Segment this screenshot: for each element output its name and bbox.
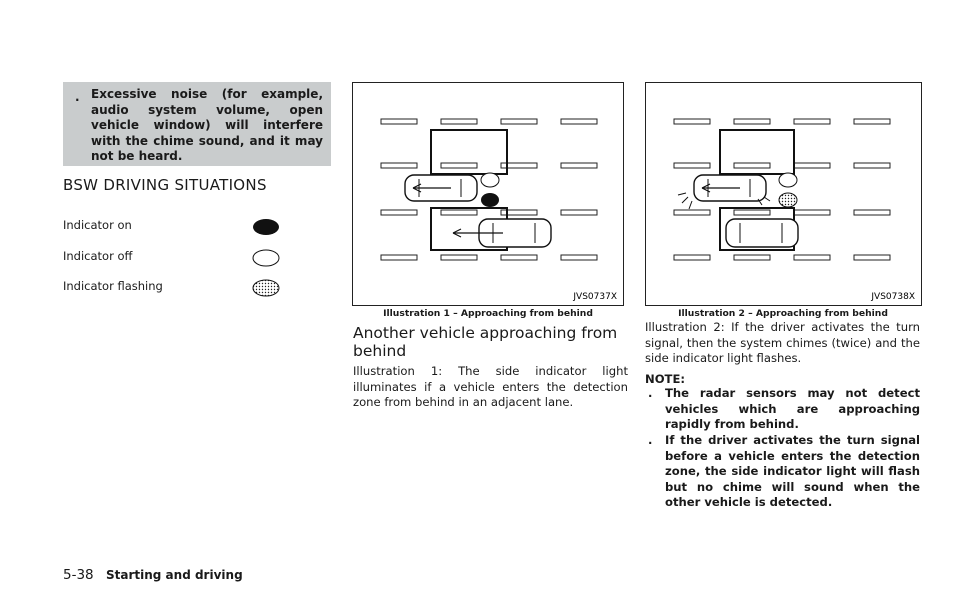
warning-text: Excessive noise (for example, audio syst… <box>91 87 323 163</box>
footer-title: Starting and driving <box>106 568 243 582</box>
paragraph: Illustration 1: The side indicator light… <box>353 364 628 409</box>
bullet: . <box>75 90 80 104</box>
illustration-1: JVS0737X <box>352 82 624 306</box>
bullet: . <box>648 386 653 400</box>
paragraph: Illustration 2: If the driver activates … <box>645 320 920 365</box>
figure-code: JVS0738X <box>870 292 915 302</box>
legend-item-flashing: Indicator flashing <box>63 279 163 293</box>
indicator-off-icon <box>252 249 280 267</box>
note-item: The radar sensors may not detect vehicle… <box>665 386 920 431</box>
indicator-on-icon <box>253 219 279 235</box>
illustration-2: JVS0738X <box>645 82 922 306</box>
section-title: BSW DRIVING SITUATIONS <box>63 176 267 194</box>
note-item: If the driver activates the turn signal … <box>665 433 920 509</box>
figure-code: JVS0737X <box>572 292 617 302</box>
note-label: NOTE: <box>645 372 686 386</box>
legend-label: Indicator on <box>63 218 132 232</box>
legend-label: Indicator flashing <box>63 279 163 293</box>
legend-item-off: Indicator off <box>63 249 132 263</box>
figure-caption: Illustration 2 – Approaching from behind <box>678 308 888 319</box>
legend-item-on: Indicator on <box>63 218 132 232</box>
legend-label: Indicator off <box>63 249 133 263</box>
page-number: 5-38 <box>63 567 94 583</box>
bullet: . <box>648 433 653 447</box>
indicator-flashing-icon <box>252 279 280 297</box>
warning-box: . Excessive noise (for example, audio sy… <box>63 82 331 166</box>
subsection-title: Another vehicle approaching from behind <box>353 324 618 360</box>
figure-caption: Illustration 1 – Approaching from behind <box>383 308 593 319</box>
